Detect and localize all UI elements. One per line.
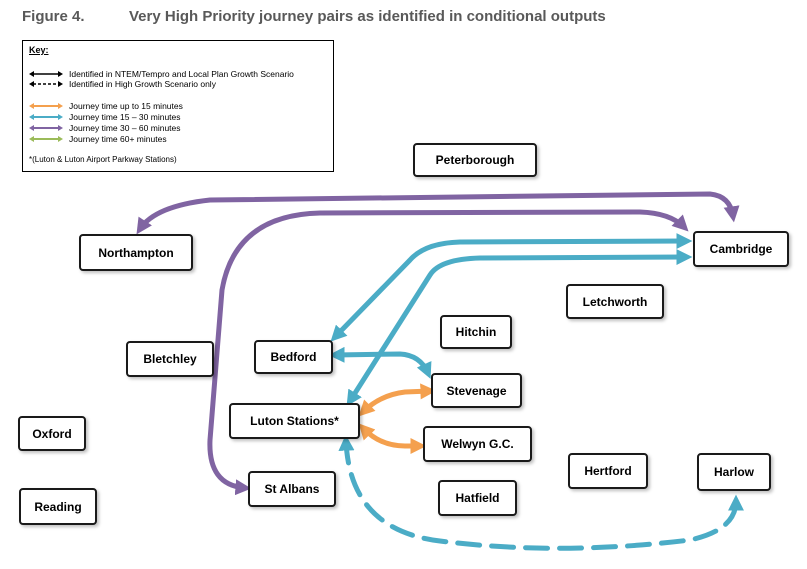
key-swatch-blue — [29, 113, 63, 120]
place-harlow: Harlow — [697, 453, 771, 491]
key-title: Key: — [29, 45, 49, 55]
figure-header: Figure 4. Very High Priority journey pai… — [22, 8, 606, 25]
place-welwyn-gc: Welwyn G.C. — [423, 426, 532, 462]
place-hertford: Hertford — [568, 453, 648, 489]
key-item: Identified in NTEM/Tempro and Local Plan… — [29, 68, 294, 79]
arrow-luton-welwyn — [358, 423, 427, 455]
key-legend: Key: Identified in NTEM/Tempro and Local… — [22, 40, 334, 172]
figure-title: Very High Priority journey pairs as iden… — [129, 8, 606, 25]
place-letchworth: Letchworth — [566, 284, 664, 319]
arrow-bedford-stevenage — [328, 346, 432, 379]
key-label: Journey time 60+ minutes — [69, 133, 167, 144]
place-hatfield: Hatfield — [438, 480, 517, 516]
place-peterborough: Peterborough — [413, 143, 537, 177]
key-swatch-orange — [29, 102, 63, 109]
place-stevenage: Stevenage — [431, 373, 522, 408]
arrow-luton-stevenage — [358, 383, 437, 417]
figure-number: Figure 4. — [22, 8, 85, 25]
place-bletchley: Bletchley — [126, 341, 214, 377]
place-st-albans: St Albans — [248, 471, 336, 507]
arrow-luton-harlow — [338, 434, 744, 551]
place-bedford: Bedford — [254, 340, 333, 374]
key-swatch-purple — [29, 124, 63, 131]
arrow-cambridge-northampton — [136, 191, 740, 235]
place-oxford: Oxford — [18, 416, 86, 451]
key-label: Identified in NTEM/Tempro and Local Plan… — [69, 68, 294, 79]
arrow-cambridge-st-albans — [207, 209, 689, 496]
key-label: Journey time 30 – 60 minutes — [69, 122, 181, 133]
key-item: Identified in High Growth Scenario only — [29, 78, 216, 89]
key-item: Journey time 30 – 60 minutes — [29, 122, 181, 133]
place-luton-stations: Luton Stations* — [229, 403, 360, 439]
place-cambridge: Cambridge — [693, 231, 789, 267]
key-label: Journey time 15 – 30 minutes — [69, 111, 181, 122]
arrow-cambridge-luton — [346, 249, 693, 407]
place-northampton: Northampton — [79, 234, 193, 271]
key-swatch-green — [29, 135, 63, 142]
key-footnote: *(Luton & Luton Airport Parkway Stations… — [29, 155, 177, 164]
key-swatch-solid-black — [29, 70, 63, 77]
key-label: Identified in High Growth Scenario only — [69, 78, 216, 89]
key-item: Journey time up to 15 minutes — [29, 100, 183, 111]
key-swatch-dashed-black — [29, 80, 63, 87]
key-item: Journey time 60+ minutes — [29, 133, 167, 144]
key-label: Journey time up to 15 minutes — [69, 100, 183, 111]
place-reading: Reading — [19, 488, 97, 525]
key-item: Journey time 15 – 30 minutes — [29, 111, 181, 122]
place-hitchin: Hitchin — [440, 315, 512, 349]
